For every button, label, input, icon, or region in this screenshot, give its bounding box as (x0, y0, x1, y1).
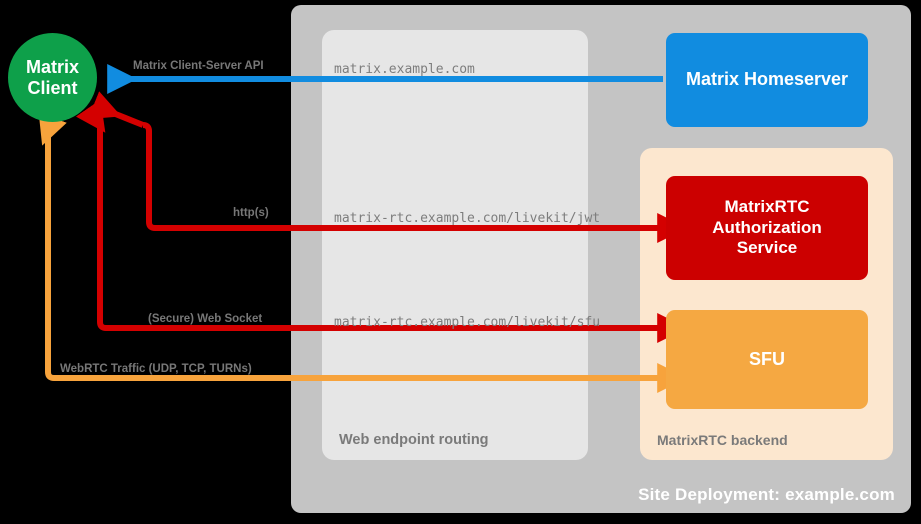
matrixrtc-backend-label: MatrixRTC backend (657, 432, 788, 448)
node-matrix-client[interactable]: Matrix Client (8, 33, 97, 122)
node-matrixrtc-authorization-service[interactable]: MatrixRTC Authorization Service (666, 176, 868, 280)
node-sfu[interactable]: SFU (666, 310, 868, 409)
edge-label-client-server-api: Matrix Client-Server API (133, 60, 264, 72)
endpoint-url-livekit-sfu: matrix-rtc.example.com/livekit/sfu (334, 315, 601, 330)
endpoint-url-livekit-jwt: matrix-rtc.example.com/livekit/jwt (334, 211, 601, 226)
web-endpoint-routing-container: Web endpoint routing (322, 30, 588, 460)
edge-webrtc-arrow (38, 112, 67, 146)
web-endpoint-routing-label: Web endpoint routing (339, 432, 489, 448)
edge-label-https: http(s) (233, 207, 269, 219)
edge-label-webrtc-traffic: WebRTC Traffic (UDP, TCP, TURNs) (60, 363, 252, 375)
edge-https-jwt-arrow (87, 91, 145, 128)
node-matrix-homeserver[interactable]: Matrix Homeserver (666, 33, 868, 127)
edge-label-secure-web-socket: (Secure) Web Socket (148, 313, 263, 325)
site-deployment-label: Site Deployment: example.com (638, 485, 895, 504)
endpoint-url-matrix: matrix.example.com (334, 62, 475, 77)
edge-websocket-arrow (75, 99, 106, 133)
